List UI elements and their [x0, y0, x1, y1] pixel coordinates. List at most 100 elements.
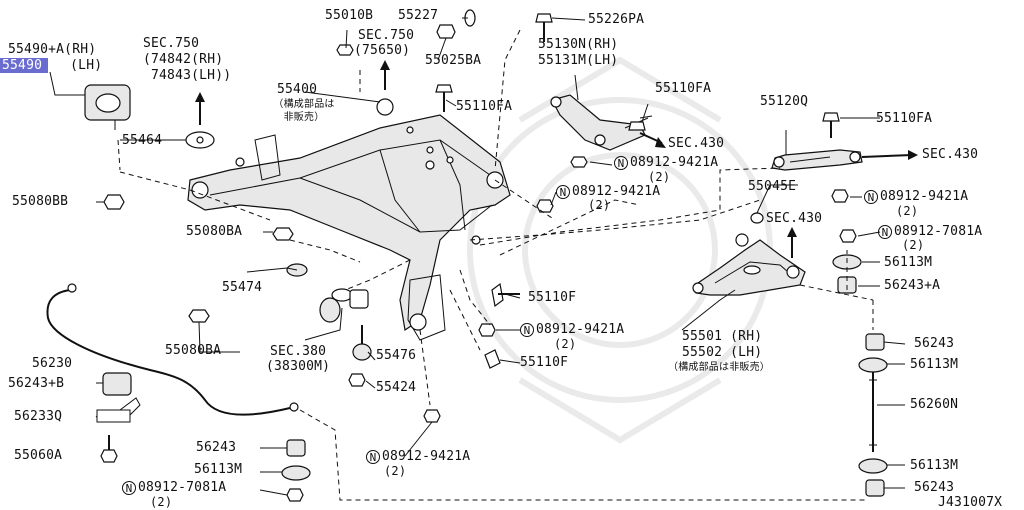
label-55080ba-1[interactable]: 55080BA [186, 224, 243, 239]
nut-55010b [336, 44, 354, 56]
label-56243-3[interactable]: 56243 [914, 480, 955, 495]
circle-n-icon: N [614, 156, 628, 170]
nut-upper-1 [570, 156, 588, 168]
label-56230[interactable]: 56230 [32, 356, 73, 371]
part-number-text: 08912-9421A [572, 184, 661, 199]
label-55400-note-1: （構成部品は [273, 99, 335, 110]
label-55080bb[interactable]: 55080BB [12, 194, 69, 209]
label-55045e[interactable]: 55045E [748, 179, 797, 194]
qty-08912-9421a-5: (2) [384, 464, 407, 478]
label-55476[interactable]: 55476 [376, 348, 417, 363]
nut-55080bb [103, 194, 125, 210]
label-55010b[interactable]: 55010B [325, 8, 374, 23]
circle-n-icon: N [878, 225, 892, 239]
nut-center-1 [478, 323, 496, 337]
nut-55080ba-2 [188, 309, 210, 323]
label-55110fa-upper[interactable]: 55110FA [655, 81, 712, 96]
qty-08912-9421a-4: (2) [554, 337, 577, 351]
label-55060a[interactable]: 55060A [14, 448, 63, 463]
bolt-55226pa [535, 13, 553, 42]
label-55400[interactable]: 55400 [277, 82, 318, 97]
label-55025ba[interactable]: 55025BA [425, 53, 482, 68]
link-56260n [858, 333, 888, 497]
part-number-text: 08912-9421A [382, 449, 471, 464]
circle-n-icon: N [556, 185, 570, 199]
upper-link-55120q [771, 149, 863, 171]
strut-38300m [319, 288, 369, 323]
label-55130n[interactable]: 55130N(RH) [538, 37, 619, 52]
watermark-emblem [467, 56, 773, 444]
label-56113m-4[interactable]: 56113M [910, 458, 959, 473]
label-56243b[interactable]: 56243+B [8, 376, 65, 391]
qty-08912-9421a-1: (2) [648, 170, 671, 184]
label-sec750-b[interactable]: SEC.750 [358, 28, 415, 43]
label-55131m[interactable]: 55131M(LH) [538, 53, 619, 68]
label-55464[interactable]: 55464 [122, 133, 163, 148]
label-55502[interactable]: 55502 (LH) [682, 345, 763, 360]
bolt-55060a [100, 435, 118, 463]
label-55474[interactable]: 55474 [222, 280, 263, 295]
ball-joint-55476 [352, 325, 372, 361]
part-number-text: 08912-9421A [536, 322, 625, 337]
label-55490-lh[interactable]: 55490 (LH) [0, 58, 103, 73]
label-55424[interactable]: 55424 [376, 380, 417, 395]
label-55110fa-center[interactable]: 55110FA [456, 99, 513, 114]
label-55227[interactable]: 55227 [398, 8, 439, 23]
qty-08912-7081a-1: (2) [902, 238, 925, 252]
qty-08912-9421a-3: (2) [588, 198, 611, 212]
circle-n-icon: N [122, 481, 136, 495]
label-56243-1[interactable]: 56243 [914, 336, 955, 351]
bolt-55110fa-right [822, 112, 840, 138]
bolt-55110f-2 [484, 349, 501, 369]
label-55110f-2[interactable]: 55110F [520, 355, 569, 370]
qty-08912-7081a-2: (2) [150, 495, 173, 509]
label-56260n[interactable]: 56260N [910, 397, 959, 412]
label-sec380[interactable]: SEC.380 [270, 344, 327, 359]
label-56243-2[interactable]: 56243 [196, 440, 237, 455]
part-number-text: 08912-7081A [894, 224, 983, 239]
nut-mid-1 [536, 199, 554, 213]
highlighted-part-55490[interactable]: 55490 [0, 58, 49, 73]
label-sec750-a[interactable]: SEC.750 [143, 36, 200, 51]
label-55490-lh-side: (LH) [70, 58, 103, 73]
nut-55080ba-1 [272, 227, 294, 241]
label-56113m-1[interactable]: 56113M [884, 255, 933, 270]
bushing-55490 [84, 84, 131, 130]
washer-55045e [750, 212, 764, 224]
label-55110f-1[interactable]: 55110F [528, 290, 577, 305]
label-sec380-ref: (38300M) [266, 359, 331, 374]
label-55110fa-right[interactable]: 55110FA [876, 111, 933, 126]
label-55501[interactable]: 55501 (RH) [682, 329, 763, 344]
label-56113m-2[interactable]: 56113M [910, 357, 959, 372]
label-55226pa[interactable]: 55226PA [588, 12, 645, 27]
label-55120q[interactable]: 55120Q [760, 94, 809, 109]
subframe-55400 [187, 98, 511, 341]
part-number-text: 08912-9421A [880, 189, 969, 204]
dashed-reference-lines [117, 29, 874, 501]
label-55080ba-2[interactable]: 55080BA [165, 343, 222, 358]
label-sec430-2[interactable]: SEC.430 [922, 147, 979, 162]
bushing-56243b [102, 372, 132, 396]
qty-08912-9421a-2: (2) [896, 204, 919, 218]
label-56243a[interactable]: 56243+A [884, 278, 941, 293]
stabilizer-bar-56230 [46, 283, 299, 416]
label-55400-note-2: 非販売） [283, 112, 325, 123]
lower-arm-55501 [692, 233, 806, 296]
bolt-55110f-1 [491, 282, 520, 308]
label-sec430-3[interactable]: SEC.430 [766, 211, 823, 226]
part-number-text: 08912-9421A [630, 155, 719, 170]
label-56233q[interactable]: 56233Q [14, 409, 63, 424]
label-56113m-3[interactable]: 56113M [194, 462, 243, 477]
label-sec430-1[interactable]: SEC.430 [668, 136, 725, 151]
circle-n-icon: N [864, 190, 878, 204]
nut-55025ba [436, 24, 456, 39]
